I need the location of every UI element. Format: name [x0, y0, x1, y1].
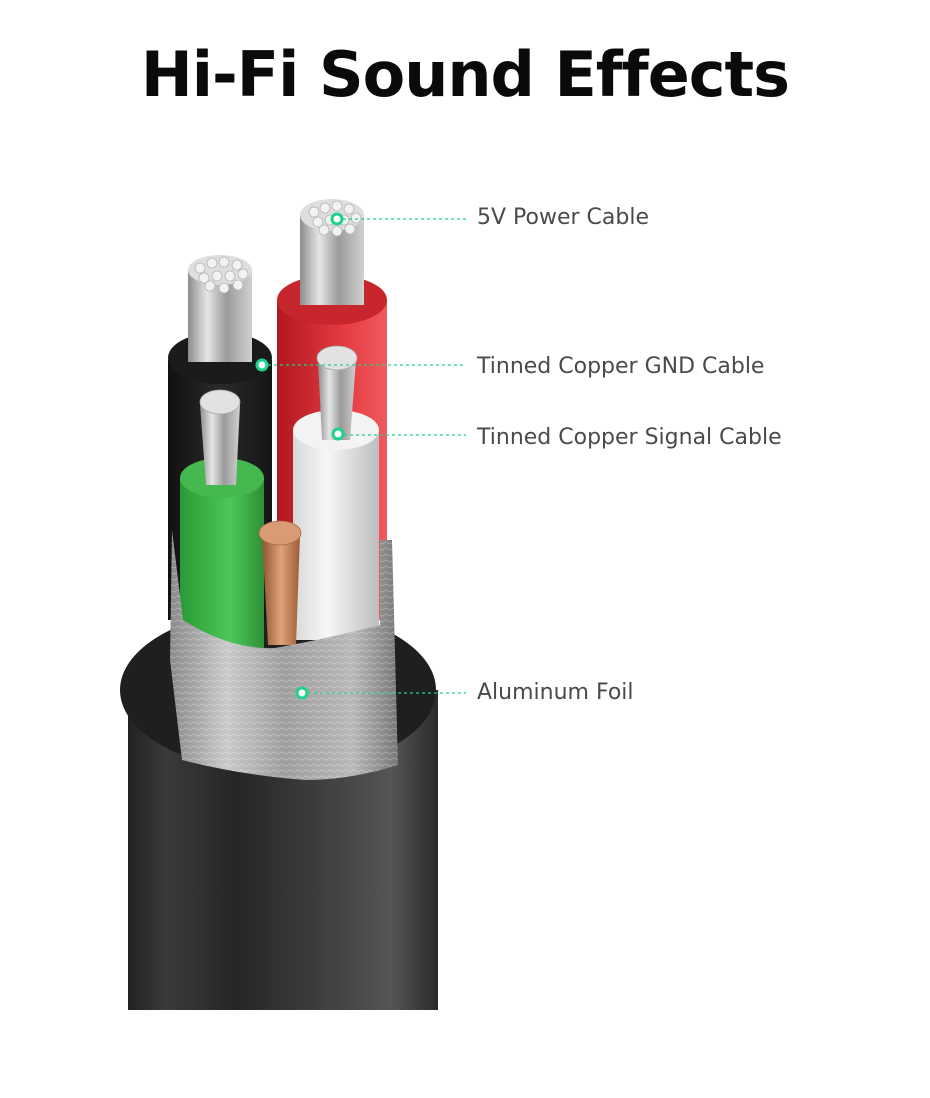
marker-dot-icon [295, 686, 309, 700]
callout-label-signal-cable: Tinned Copper Signal Cable [477, 425, 782, 450]
callout-label-gnd-cable: Tinned Copper GND Cable [477, 354, 765, 379]
callout-markers [255, 212, 345, 700]
marker-dot-icon [330, 212, 344, 226]
aluminum-foil [170, 530, 398, 780]
callout-label-aluminum-foil: Aluminum Foil [477, 680, 634, 705]
green-wire [180, 389, 264, 648]
page-title: Hi-Fi Sound Effects [140, 38, 790, 111]
callout-label-power-cable: 5V Power Cable [477, 205, 650, 230]
marker-dot-icon [255, 358, 269, 372]
marker-dot-icon [331, 427, 345, 441]
callout-leaders [268, 218, 466, 694]
copper-wire [258, 520, 302, 645]
